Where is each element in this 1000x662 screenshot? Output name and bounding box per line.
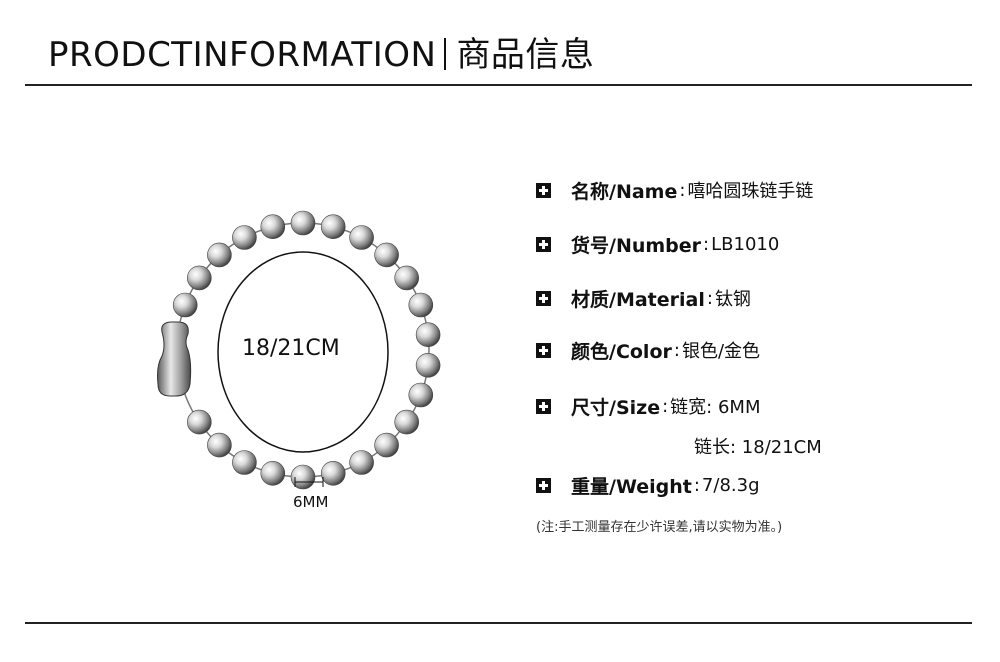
chain-bead xyxy=(320,460,346,486)
plus-square-icon xyxy=(536,477,551,493)
chain-bead xyxy=(207,242,232,268)
spec-row-material: 材质/Material: 钛钢 xyxy=(536,283,751,313)
spec-key: 颜色/Color xyxy=(571,340,672,363)
bead-group xyxy=(172,210,441,490)
spec-value: LB1010 xyxy=(711,233,780,255)
chain-bead xyxy=(232,225,257,250)
spec-colon: : xyxy=(703,233,710,255)
spec-value: 链宽: 6MM xyxy=(670,397,761,418)
chain-bead xyxy=(408,382,434,408)
spec-colon: : xyxy=(693,474,700,496)
size-circle xyxy=(217,251,389,453)
chain-bead xyxy=(374,432,399,458)
chain-bead xyxy=(260,214,286,240)
chain-bead xyxy=(394,409,420,435)
spec-row-weight: 重量/Weight: 7/8.3g xyxy=(536,470,760,500)
plus-square-icon xyxy=(536,290,551,306)
spec-colon: : xyxy=(673,339,680,361)
chain-bead xyxy=(290,464,316,490)
title-english: PRODCTINFORMATION xyxy=(48,35,437,75)
spec-row-number: 货号/Number: LB1010 xyxy=(536,229,779,259)
page-title: PRODCTINFORMATION 商品信息 xyxy=(48,30,594,80)
chain-bead xyxy=(186,409,212,435)
spec-colon: : xyxy=(706,287,713,309)
spec-value: 7/8.3g xyxy=(701,474,760,496)
spec-key: 货号/Number xyxy=(571,234,702,257)
chain-bead xyxy=(172,292,198,318)
spec-key: 重量/Weight xyxy=(571,475,692,498)
chain-bead xyxy=(260,460,286,486)
title-divider xyxy=(444,38,447,70)
chain-bead xyxy=(394,265,420,291)
spec-value: 钛钢 xyxy=(714,289,751,310)
plus-square-icon xyxy=(536,236,551,252)
chain-bead xyxy=(207,432,232,458)
spec-row-length: 链长: 18/21CM xyxy=(694,431,822,461)
chain-bead xyxy=(349,225,374,250)
top-divider xyxy=(25,84,972,86)
plus-square-icon xyxy=(536,398,551,414)
spec-value: 链长: 18/21CM xyxy=(694,437,822,458)
chain-bead xyxy=(186,265,212,291)
spec-row-color: 颜色/Color: 银色/金色 xyxy=(536,335,760,365)
chain-bead xyxy=(374,242,399,268)
spec-row-name: 名称/Name: 嘻哈圆珠链手链 xyxy=(536,175,813,205)
chain-bead xyxy=(408,292,434,318)
title-chinese: 商品信息 xyxy=(456,35,595,75)
chain-bead xyxy=(415,322,441,347)
spec-key: 尺寸/Size xyxy=(571,396,661,419)
spec-colon: : xyxy=(679,179,686,201)
bead-size-label: 6MM xyxy=(293,493,329,511)
chain-bead xyxy=(232,450,257,475)
bottom-divider xyxy=(25,622,972,624)
spec-key: 名称/Name xyxy=(571,180,678,203)
chain-clasp xyxy=(157,321,192,397)
ball-chain-bracelet-image xyxy=(157,210,441,490)
chain-bead xyxy=(349,450,374,475)
spec-value: 银色/金色 xyxy=(681,341,761,362)
size-label: 18/21CM xyxy=(242,336,340,361)
measurement-note: (注:手工测量存在少许误差,请以实物为准。) xyxy=(536,520,783,535)
spec-key: 材质/Material xyxy=(571,288,705,311)
plus-square-icon xyxy=(536,342,551,358)
plus-square-icon xyxy=(536,182,551,198)
spec-colon: : xyxy=(662,395,669,417)
spec-value: 嘻哈圆珠链手链 xyxy=(687,181,814,202)
chain-bead xyxy=(320,214,346,240)
spec-row-size: 尺寸/Size: 链宽: 6MM xyxy=(536,391,760,421)
chain-bead xyxy=(415,353,441,378)
chain-bead xyxy=(290,210,316,236)
product-illustration: 18/21CM 6MM xyxy=(150,190,450,520)
